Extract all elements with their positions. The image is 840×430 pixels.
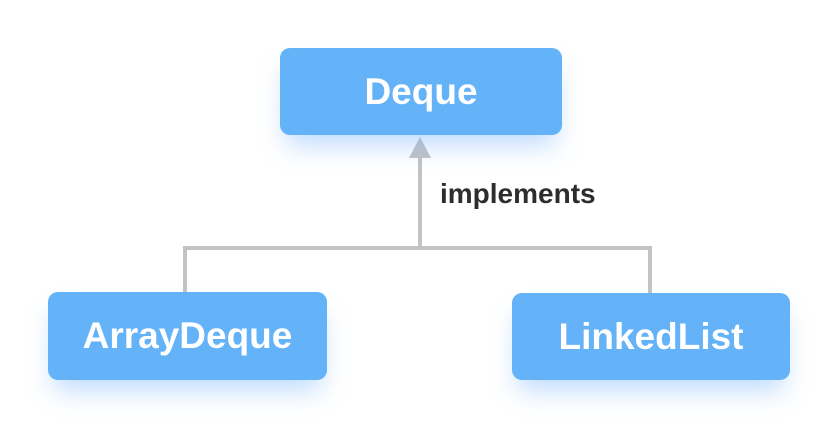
node-deque-label: Deque <box>364 70 478 112</box>
node-arraydeque: ArrayDeque <box>48 292 327 380</box>
node-linkedlist: LinkedList <box>512 293 790 380</box>
node-linkedlist-label: LinkedList <box>558 315 744 357</box>
node-deque: Deque <box>280 48 562 135</box>
connector-horizontal-rail <box>183 246 652 250</box>
connector-arrow-shaft <box>418 154 422 250</box>
edge-label-implements: implements <box>440 178 596 209</box>
arrowhead-up-icon <box>409 137 431 158</box>
connector-drop-linkedlist <box>648 246 652 293</box>
connector-drop-arraydeque <box>183 246 187 292</box>
node-arraydeque-label: ArrayDeque <box>82 315 293 356</box>
